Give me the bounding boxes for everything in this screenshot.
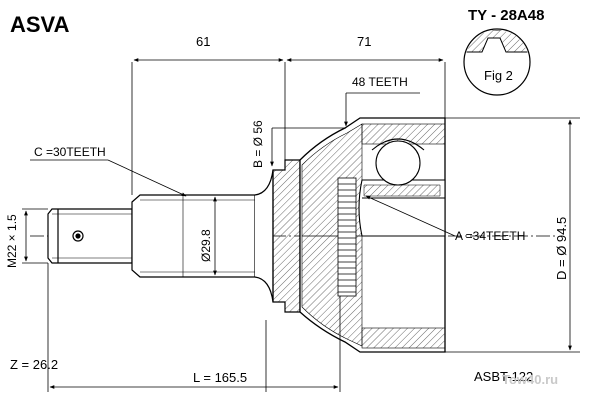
- dim-61: [131, 58, 286, 195]
- abs-ring: [337, 177, 357, 297]
- dim-thread: [22, 208, 48, 264]
- c-teeth-leader: [30, 159, 187, 197]
- footer-code: ASBT-122: [474, 369, 533, 384]
- inner-race: [358, 138, 446, 237]
- a-teeth-label: A =34TEETH: [455, 229, 525, 243]
- threaded-end: [47, 208, 133, 264]
- stem-shaft: [131, 169, 274, 303]
- c-teeth-label: C =30TEETH: [34, 145, 106, 159]
- bell-neck: [272, 159, 301, 313]
- dim-71-value: 71: [357, 34, 371, 49]
- dim-z-value: Z = 26.2: [10, 357, 58, 372]
- ball-bearing: [375, 140, 421, 186]
- outer-teeth-leader: [344, 92, 420, 127]
- dim-d-value: D = Ø 94.5: [554, 217, 569, 280]
- watermark-site: Tow40.ru: [502, 372, 558, 387]
- dim-thread-value: M22 × 1.5: [5, 214, 19, 268]
- dim-d: [445, 117, 580, 353]
- dim-b: [270, 127, 346, 167]
- brand-logo: ASVA: [10, 12, 70, 37]
- a-teeth-leader: [365, 195, 456, 237]
- dim-71: [286, 58, 446, 118]
- dim-z-l: [47, 263, 341, 392]
- dim-b-value: B = Ø 56: [251, 120, 265, 168]
- fig2-detail: Fig 2: [463, 28, 531, 96]
- outer-teeth-label: 48 TEETH: [352, 75, 408, 89]
- dim-shaft-value: Ø29.8: [199, 229, 213, 262]
- part-number: TY - 28A48: [468, 7, 544, 24]
- dim-61-value: 61: [196, 34, 210, 49]
- fig-label: Fig 2: [484, 68, 513, 83]
- dim-l-value: L = 165.5: [193, 370, 247, 385]
